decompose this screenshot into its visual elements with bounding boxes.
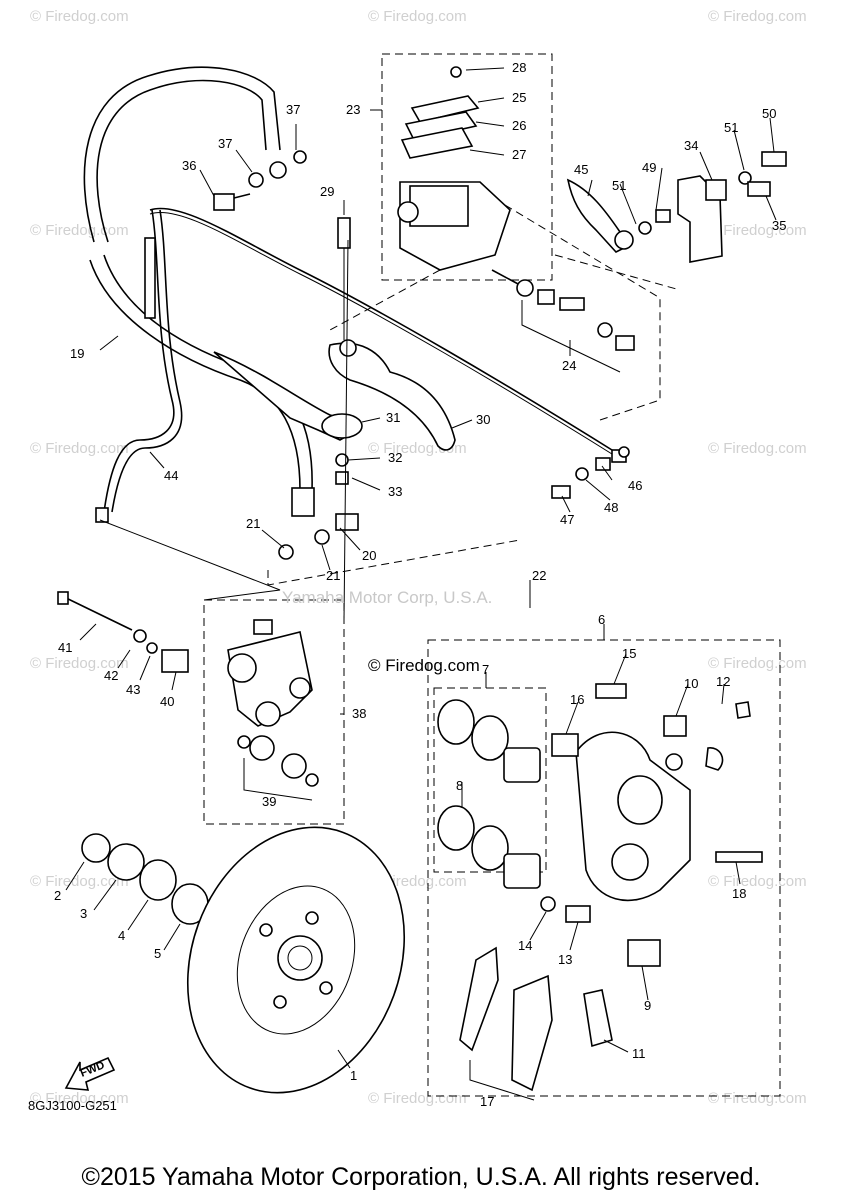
callout-50: 50 [762,106,776,121]
watermark: © Firedog.com [708,8,807,25]
callout-18: 18 [732,886,746,901]
callout-7: 7 [482,662,489,677]
fwd-arrow-icon: FWD [64,1056,116,1091]
union-bolt-20-21 [267,513,521,586]
callout-22: 22 [532,568,546,583]
callout-11: 11 [632,1046,646,1061]
callout-6: 6 [598,612,605,627]
callout-8: 8 [456,778,463,793]
callout-43: 43 [126,682,140,697]
caliper-bracket-38 [203,599,345,825]
callout-19: 19 [70,346,84,361]
copyright-footer: ©2015 Yamaha Motor Corporation, U.S.A. A… [81,1163,761,1191]
watermark: © Firedog.com [30,873,129,890]
watermark: © Firedog.com [708,655,807,672]
watermark: © Firedog.com [708,440,807,457]
callout-16: 16 [570,692,584,707]
diagram-code: 8GJ3100-G251 [28,1098,117,1113]
watermark: © Firedog.com [30,1090,129,1107]
callout-46: 46 [628,478,642,493]
callout-47: 47 [560,512,574,527]
callout-35: 35 [772,218,786,233]
callout-39: 39 [262,794,276,809]
callout-4: 4 [118,928,125,943]
callout-28: 28 [512,60,526,75]
piston-kit-24 [491,269,635,373]
callout-51a: 51 [612,178,626,193]
caliper-assembly-6 [427,639,781,1101]
callout-48: 48 [604,500,618,515]
callout-37a: 37 [286,102,300,117]
watermark: © Firedog.com [30,8,129,25]
callout-51b: 51 [724,120,738,135]
callout-26: 26 [512,118,526,133]
callout-3: 3 [80,906,87,921]
watermark: © Firedog.com [708,1090,807,1107]
callout-40: 40 [160,694,174,709]
callout-23: 23 [346,102,360,117]
callout-34: 34 [684,138,698,153]
callout-13: 13 [558,952,572,967]
watermark: © Firedog.com [368,8,467,25]
callout-42: 42 [104,668,118,683]
master-cylinder-group [329,53,661,421]
callout-9: 9 [644,998,651,1013]
washers-2-5 [81,833,209,925]
callout-37b: 37 [218,136,232,151]
watermark: © Firedog.com [30,655,129,672]
callout-27: 27 [512,147,526,162]
brake-hose-44 [95,209,183,523]
watermark: © Firedog.com [708,222,807,239]
callout-2: 2 [54,888,61,903]
banjo-bolts-36-37 [213,150,307,211]
pin-bolt-41 [57,591,189,673]
callout-21a: 21 [246,516,260,531]
center-watermark: © Firedog.com [368,656,480,675]
callout-10: 10 [684,676,698,691]
callout-33: 33 [388,484,402,499]
watermark: © Firedog.com [368,1090,467,1107]
callout-31: 31 [386,410,400,425]
callout-24: 24 [562,358,576,373]
callouts: 28 25 26 27 23 37 37 36 29 19 44 31 30 3… [54,60,786,1109]
callout-36: 36 [182,158,196,173]
brake-lever-31 [213,217,456,485]
brake-hose-19 [83,66,315,517]
callout-29: 29 [320,184,334,199]
brake-disc-1 [186,826,406,1094]
callout-20: 20 [362,548,376,563]
callout-5: 5 [154,946,161,961]
watermark: © Firedog.com [30,440,129,457]
callout-1: 1 [350,1068,357,1083]
yamaha-watermark: Yamaha Motor Corp, U.S.A. [282,588,493,607]
callout-41: 41 [58,640,72,655]
callout-38: 38 [352,706,366,721]
watermark: © Firedog.com [708,873,807,890]
callout-17: 17 [480,1094,494,1109]
callout-14: 14 [518,938,532,953]
callout-30: 30 [476,412,490,427]
callout-15: 15 [622,646,636,661]
bolts-46-48 [551,446,630,499]
callout-21b: 21 [326,568,340,583]
callout-49: 49 [642,160,656,175]
callout-45: 45 [574,162,588,177]
callout-44: 44 [164,468,178,483]
callout-32: 32 [388,450,402,465]
lever-holder-34 [554,151,787,291]
callout-12: 12 [716,674,730,689]
callout-25: 25 [512,90,526,105]
leader-lines [65,67,777,1069]
